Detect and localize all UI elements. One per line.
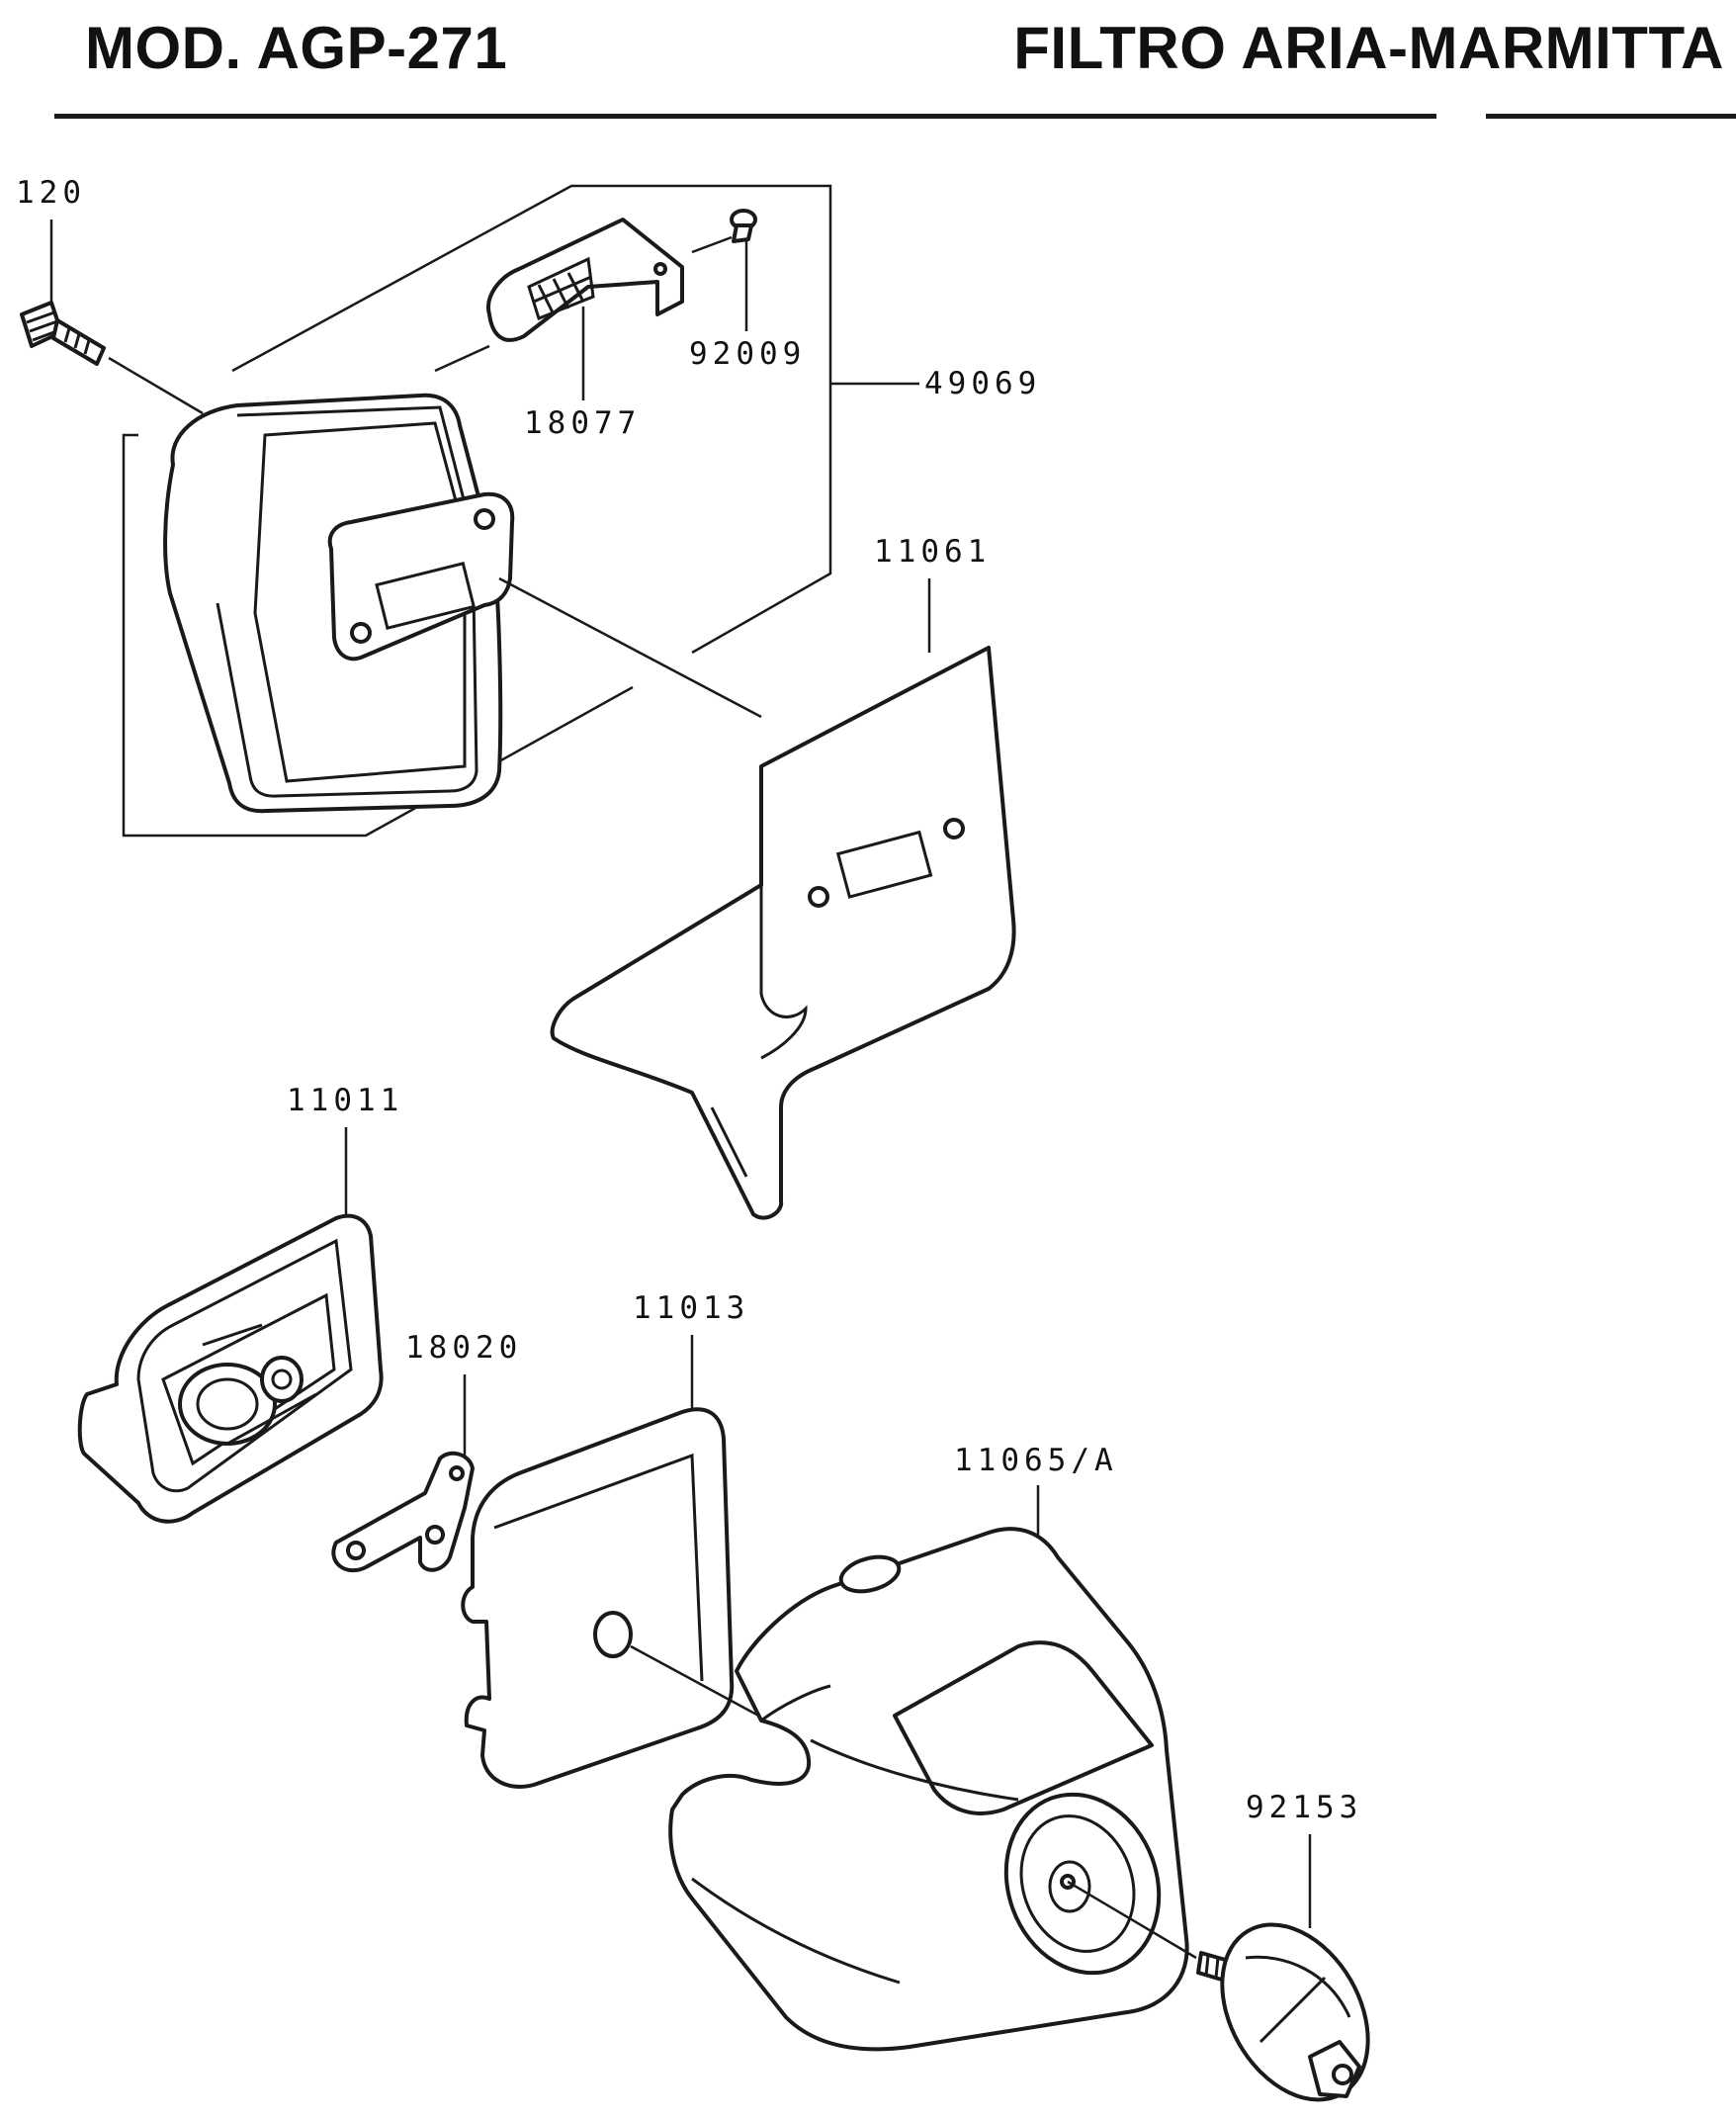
muffler-body [163, 393, 762, 814]
screw-92009 [691, 209, 757, 254]
label-92153: 92153 [1246, 1790, 1362, 1825]
heat-shield-11061 [550, 646, 1016, 1220]
model-title: MOD. AGP-271 [85, 15, 508, 81]
label-120: 120 [16, 175, 86, 211]
header-rule-right [1486, 114, 1736, 119]
label-11065a: 11065/A [954, 1443, 1118, 1478]
header-rule-left [54, 114, 1436, 119]
bracket-18020 [331, 1451, 475, 1573]
label-11011: 11011 [287, 1083, 403, 1118]
knob-92153 [1196, 1922, 1370, 2102]
label-18020: 18020 [405, 1330, 522, 1366]
label-11013: 11013 [633, 1290, 749, 1326]
filter-element-11013 [461, 1407, 787, 1789]
label-92009: 92009 [689, 336, 806, 372]
spark-arrester-18077 [434, 218, 684, 373]
label-18077: 18077 [524, 405, 641, 441]
filter-cover-11065a [668, 1527, 1197, 2052]
section-title: FILTRO ARIA-MARMITTA [1013, 15, 1724, 81]
bolt-120 [20, 301, 204, 415]
label-11061: 11061 [874, 534, 991, 570]
air-filter-base-11011 [77, 1213, 384, 1524]
label-49069: 49069 [924, 366, 1041, 401]
